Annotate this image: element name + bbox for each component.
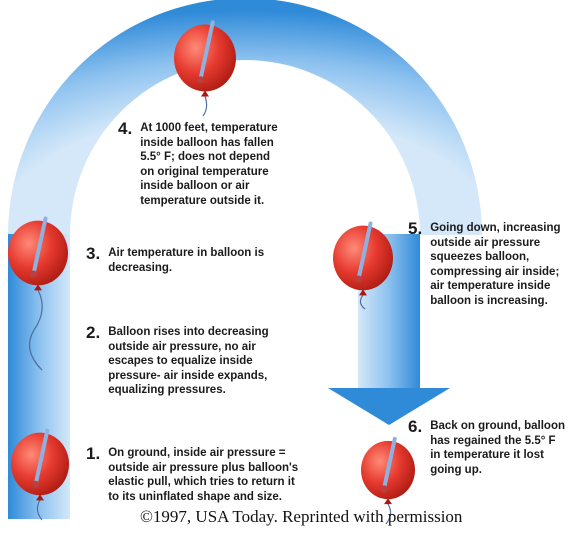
balloon-string bbox=[28, 289, 43, 371]
balloon-top bbox=[174, 20, 236, 117]
step-text: Going down, increasing outside air press… bbox=[430, 222, 561, 307]
thermometer-bulb bbox=[355, 275, 362, 283]
balloon-string bbox=[202, 95, 208, 117]
step-text: At 1000 feet, temperature inside balloon… bbox=[140, 122, 278, 207]
thermometer-icon bbox=[381, 436, 397, 491]
balloon-bottom-left bbox=[11, 428, 69, 521]
thermometer-bulb bbox=[30, 270, 37, 278]
balloon-knot bbox=[201, 90, 209, 97]
balloon-string bbox=[359, 294, 366, 310]
thermometer-icon bbox=[33, 428, 50, 487]
step-text: Balloon rises into decreasing outside ai… bbox=[108, 326, 269, 396]
step-1: 1. On ground, inside air pressure = outs… bbox=[86, 444, 299, 504]
thermometer-icon bbox=[198, 20, 215, 82]
balloon-left-middle bbox=[8, 216, 68, 371]
balloon-string bbox=[36, 499, 43, 521]
step-number: 1. bbox=[86, 444, 101, 463]
thermometer-bulb bbox=[196, 76, 204, 84]
arch-top bbox=[8, 0, 482, 235]
step-number: 5. bbox=[408, 219, 423, 238]
thermometer-icon bbox=[356, 221, 373, 281]
thermometer-bulb bbox=[380, 485, 388, 493]
copyright-credit: ©1997, USA Today. Reprinted with permiss… bbox=[140, 507, 463, 526]
step-text: Air temperature in balloon is decreasing… bbox=[108, 247, 265, 274]
balloon-knot bbox=[34, 284, 42, 291]
thermometer-icon bbox=[31, 216, 48, 276]
thermometer-bulb bbox=[32, 480, 40, 488]
step-text: On ground, inside air pressure = outside… bbox=[108, 447, 299, 503]
step-2: 2. Balloon rises into decreasing outside… bbox=[86, 323, 269, 398]
step-number: 6. bbox=[408, 417, 423, 436]
balloon-knot bbox=[36, 494, 44, 501]
step-6: 6. Back on ground, balloon has regained … bbox=[408, 417, 565, 477]
balloon-bottom-right bbox=[361, 436, 415, 525]
step-number: 3. bbox=[86, 244, 101, 263]
balloon-knot bbox=[384, 498, 392, 505]
balloon-string bbox=[385, 503, 392, 525]
step-number: 4. bbox=[118, 119, 133, 138]
balloon-knot bbox=[359, 289, 367, 296]
step-3: 3. Air temperature in balloon is decreas… bbox=[86, 244, 265, 275]
balloon-right-middle bbox=[333, 221, 393, 310]
step-4: 4. At 1000 feet, temperature inside ball… bbox=[118, 119, 278, 208]
step-text: Back on ground, balloon has regained the… bbox=[430, 420, 565, 476]
arrow-head bbox=[328, 388, 450, 425]
step-number: 2. bbox=[86, 323, 101, 342]
step-5: 5. Going down, increasing outside air pr… bbox=[408, 219, 561, 308]
